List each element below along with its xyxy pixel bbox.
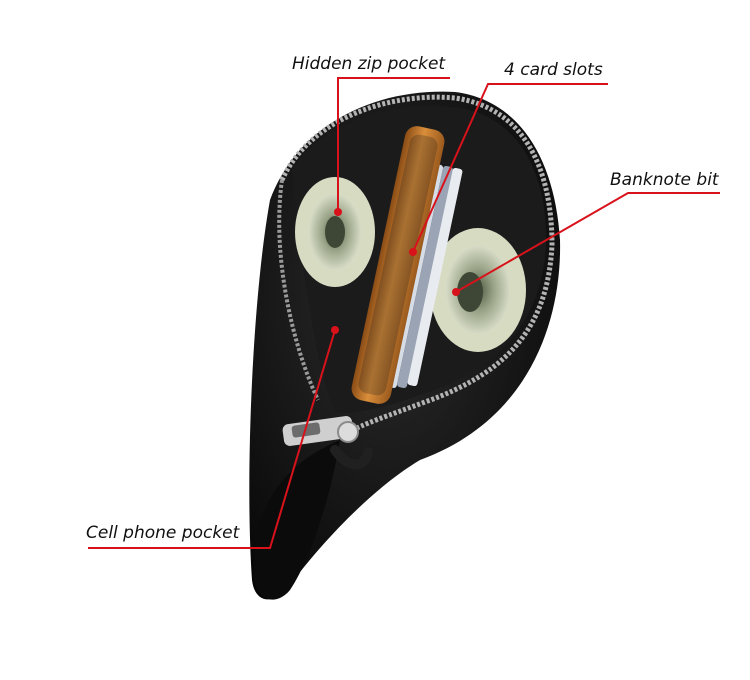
leader-cell-phone-pocket bbox=[88, 329, 336, 549]
pouch-tail bbox=[253, 440, 340, 600]
marker-dot-phone bbox=[331, 326, 339, 334]
leader-card-slots bbox=[412, 83, 608, 253]
wrist-strap bbox=[330, 445, 373, 470]
zipper-track bbox=[279, 94, 555, 435]
label-cell-phone-pocket: Cell phone pocket bbox=[86, 523, 240, 543]
marker-dot-card-slots bbox=[409, 248, 417, 256]
label-banknote-bit: Banknote bit bbox=[610, 170, 719, 190]
marker-dot-banknote bbox=[452, 288, 460, 296]
marker-dot-hidden-zip bbox=[334, 208, 342, 216]
label-card-slots: 4 card slots bbox=[504, 60, 603, 80]
leader-banknote-bit bbox=[455, 192, 720, 293]
leader-hidden-zip-pocket bbox=[337, 77, 450, 212]
zipper-pull bbox=[282, 416, 359, 446]
callout-leaders bbox=[88, 77, 720, 549]
smartphone bbox=[351, 126, 445, 404]
label-hidden-zip-pocket: Hidden zip pocket bbox=[292, 54, 446, 74]
